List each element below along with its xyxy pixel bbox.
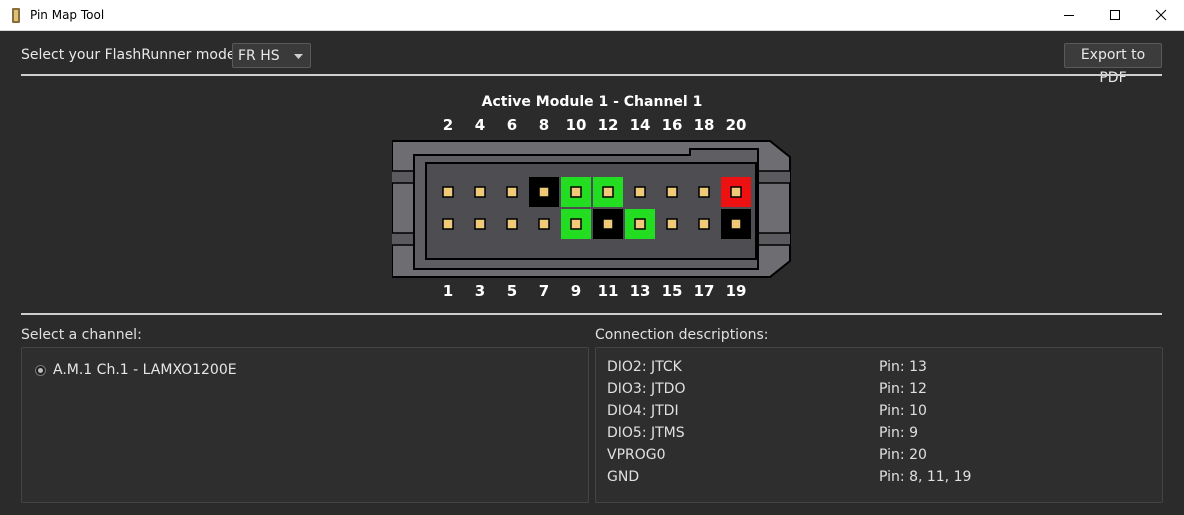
pin-number-19: 19 [725,282,747,300]
pin-number-2: 2 [442,116,454,134]
description-signal: DIO3: JTDO [607,381,686,397]
description-pins: Pin: 8, 11, 19 [879,469,972,485]
pin-number-13: 13 [629,282,651,300]
export-pdf-button[interactable]: Export to PDF [1064,43,1162,86]
maximize-button[interactable] [1092,0,1138,31]
descriptions-panel-label: Connection descriptions: [595,327,769,343]
pin-18 [698,186,710,198]
description-pins: Pin: 9 [879,425,918,441]
description-signal: DIO2: JTCK [607,359,682,375]
pin-19 [730,218,742,230]
pin-15 [666,218,678,230]
middle-divider [21,313,1162,315]
pin-number-14: 14 [629,116,651,134]
connector-diagram [392,140,791,278]
minimize-button[interactable] [1046,0,1092,31]
description-signal: VPROG0 [607,447,666,463]
description-pins: Pin: 13 [879,359,927,375]
connector-title: Active Module 1 - Channel 1 [481,94,703,110]
pin-11 [602,218,614,230]
description-pins: Pin: 12 [879,381,927,397]
pin-12 [602,186,614,198]
close-button[interactable] [1138,0,1184,31]
title-bar: Pin Map Tool [0,0,1184,31]
model-select[interactable]: FR HS [232,43,311,68]
window-title: Pin Map Tool [30,8,105,22]
pin-number-15: 15 [661,282,683,300]
pin-number-20: 20 [725,116,747,134]
description-pins: Pin: 20 [879,447,927,463]
channel-panel-label: Select a channel: [21,327,142,343]
pin-1 [442,218,454,230]
channel-radio[interactable] [35,365,46,376]
close-icon [1155,9,1167,21]
model-select-value: FR HS [238,48,280,64]
model-select-label: Select your FlashRunner model: [21,47,245,63]
pin-6 [506,186,518,198]
chevron-down-icon [294,54,303,59]
pin-10 [570,186,582,198]
app-icon [12,8,20,23]
pin-9 [570,218,582,230]
description-signal: DIO4: JTDI [607,403,679,419]
pin-number-7: 7 [538,282,550,300]
pin-8 [538,186,550,198]
top-divider [21,74,1162,76]
pin-number-6: 6 [506,116,518,134]
pin-4 [474,186,486,198]
pin-number-3: 3 [474,282,486,300]
pin-number-10: 10 [565,116,587,134]
pin-17 [698,218,710,230]
pin-number-18: 18 [693,116,715,134]
pin-number-11: 11 [597,282,619,300]
pin-14 [634,186,646,198]
description-pins: Pin: 10 [879,403,927,419]
pin-7 [538,218,550,230]
pin-16 [666,186,678,198]
pin-number-1: 1 [442,282,454,300]
pin-2 [442,186,454,198]
pin-3 [474,218,486,230]
minimize-icon [1064,15,1074,16]
channel-item[interactable]: A.M.1 Ch.1 - LAMXO1200E [53,362,237,378]
descriptions-panel [595,347,1163,503]
maximize-icon [1110,10,1120,20]
description-signal: GND [607,469,640,485]
pin-number-16: 16 [661,116,683,134]
description-signal: DIO5: JTMS [607,425,685,441]
pin-number-17: 17 [693,282,715,300]
pin-13 [634,218,646,230]
pin-number-8: 8 [538,116,550,134]
pin-number-12: 12 [597,116,619,134]
pin-number-4: 4 [474,116,486,134]
pin-5 [506,218,518,230]
channel-list [21,347,589,503]
pin-number-5: 5 [506,282,518,300]
pin-20 [730,186,742,198]
pin-number-9: 9 [570,282,582,300]
